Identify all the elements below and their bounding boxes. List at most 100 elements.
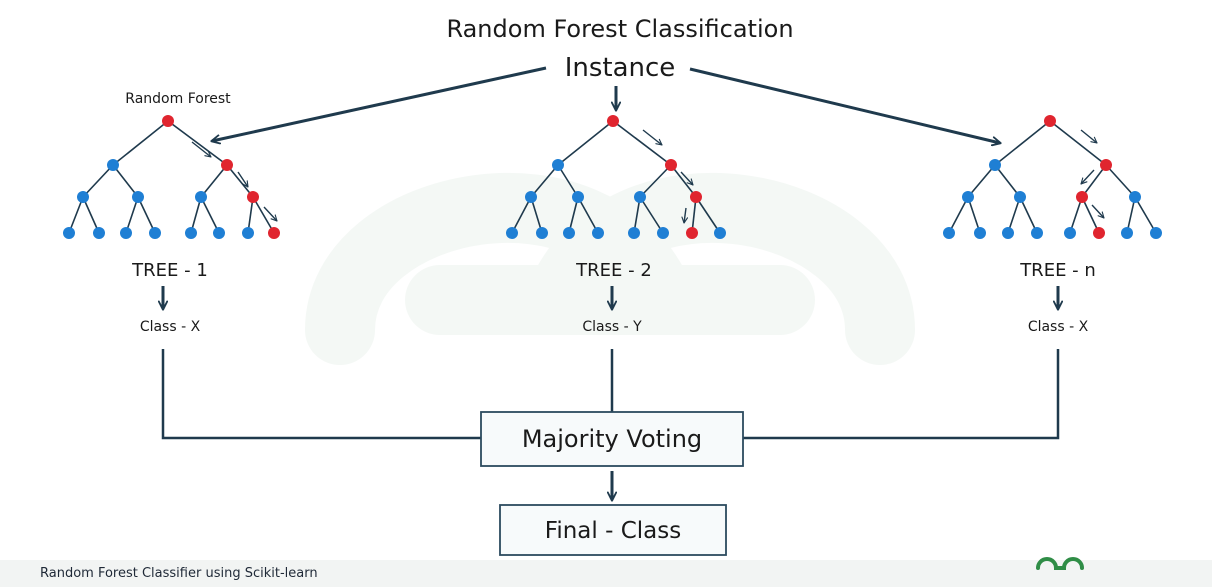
tree-edge — [1126, 196, 1136, 234]
tree-node-path — [665, 159, 677, 171]
tree-edge — [167, 120, 228, 166]
tree-edge — [948, 196, 969, 234]
watermark-logo — [305, 172, 915, 365]
tree-node — [120, 227, 132, 239]
tree-edge — [691, 196, 697, 234]
decision-path-arrow — [680, 171, 694, 186]
tree-edge — [577, 196, 599, 234]
tree-edge — [137, 196, 156, 234]
tree-node — [1031, 227, 1043, 239]
tree-node — [185, 227, 197, 239]
tree-edge — [530, 196, 543, 234]
tree-node — [93, 227, 105, 239]
tree-edge — [1081, 196, 1100, 234]
tree-node-path — [1076, 191, 1088, 203]
arrow-instance-to-tree-1 — [212, 66, 547, 141]
tree-edge — [557, 164, 579, 198]
tree-edge — [1019, 196, 1038, 234]
tree-edge — [967, 164, 996, 198]
tree-edge — [1049, 120, 1107, 166]
tree-edge — [633, 196, 641, 234]
tree-node-path — [268, 227, 280, 239]
tree-edge — [252, 196, 275, 234]
footer-caption: Random Forest Classifier using Scikit-le… — [40, 566, 318, 581]
arrow-instance-to-tree-n — [689, 67, 1000, 143]
tree-node — [536, 227, 548, 239]
final-class-label: Final - Class — [545, 518, 681, 544]
tree-edge — [82, 196, 100, 234]
tree-edge — [112, 120, 169, 166]
tree-node — [552, 159, 564, 171]
tree-edge — [612, 120, 672, 166]
connector-class-1-to-voting — [161, 349, 481, 440]
tree-n-label: TREE - n — [1019, 260, 1096, 281]
tree-node — [563, 227, 575, 239]
tree-node-path — [1044, 115, 1056, 127]
tree-2-class: Class - Y — [582, 319, 642, 335]
tree-node — [1002, 227, 1014, 239]
tree-edge — [1105, 164, 1136, 198]
decision-path-arrow — [1091, 204, 1105, 219]
tree-edge — [639, 164, 672, 198]
tree-node-path — [1093, 227, 1105, 239]
tree-2-graph — [506, 115, 726, 239]
tree-node — [63, 227, 75, 239]
tree-edge — [200, 196, 220, 234]
tree-node — [77, 191, 89, 203]
tree-node-path — [690, 191, 702, 203]
tree-node — [132, 191, 144, 203]
tree-node — [1014, 191, 1026, 203]
tree-node — [1064, 227, 1076, 239]
tree-edge — [1081, 164, 1107, 198]
tree-edge — [994, 120, 1051, 166]
majority-voting-label: Majority Voting — [522, 425, 702, 453]
tree-2-label: TREE - 2 — [575, 260, 652, 281]
tree-edge — [511, 196, 532, 234]
diagram-title: Random Forest Classification — [446, 15, 793, 43]
tree-node — [714, 227, 726, 239]
tree-1-graph — [63, 115, 280, 239]
tree-edge — [967, 196, 981, 234]
gfg-logo-icon — [1036, 557, 1084, 570]
decision-path-arrow — [1080, 169, 1095, 185]
tree-node-path — [221, 159, 233, 171]
tree-n-class: Class - X — [1028, 319, 1089, 335]
connector-class-n-to-voting — [743, 349, 1060, 440]
tree-node — [1129, 191, 1141, 203]
final-class-box — [499, 504, 727, 556]
tree-node — [974, 227, 986, 239]
tree-node-path — [1100, 159, 1112, 171]
majority-voting-box — [480, 411, 744, 467]
tree-node — [213, 227, 225, 239]
tree-edge — [695, 196, 721, 234]
tree-node — [592, 227, 604, 239]
tree-node — [506, 227, 518, 239]
tree-node-path — [607, 115, 619, 127]
tree-node-path — [686, 227, 698, 239]
instance-label: Instance — [565, 53, 676, 83]
tree-node — [242, 227, 254, 239]
tree-edge — [1069, 196, 1083, 234]
footer-bar: Random Forest Classifier using Scikit-le… — [0, 560, 1212, 587]
tree-edge — [190, 196, 202, 234]
tree-node — [989, 159, 1001, 171]
tree-edge — [112, 164, 139, 198]
tree-edge — [1007, 196, 1021, 234]
tree-node — [525, 191, 537, 203]
tree-node — [149, 227, 161, 239]
decision-path-arrow — [642, 129, 663, 146]
tree-edge — [670, 164, 697, 198]
tree-node — [195, 191, 207, 203]
tree-1-class: Class - X — [140, 319, 201, 335]
tree-node — [634, 191, 646, 203]
decision-path-arrow — [237, 171, 249, 188]
tree-edge — [68, 196, 84, 234]
tree-edge — [530, 164, 559, 198]
tree-edge — [557, 120, 614, 166]
decision-path-arrow — [681, 207, 689, 224]
tree-edge — [226, 164, 254, 198]
forest-label: Random Forest — [125, 91, 231, 107]
tree-edge — [639, 196, 664, 234]
tree-edge — [568, 196, 579, 234]
